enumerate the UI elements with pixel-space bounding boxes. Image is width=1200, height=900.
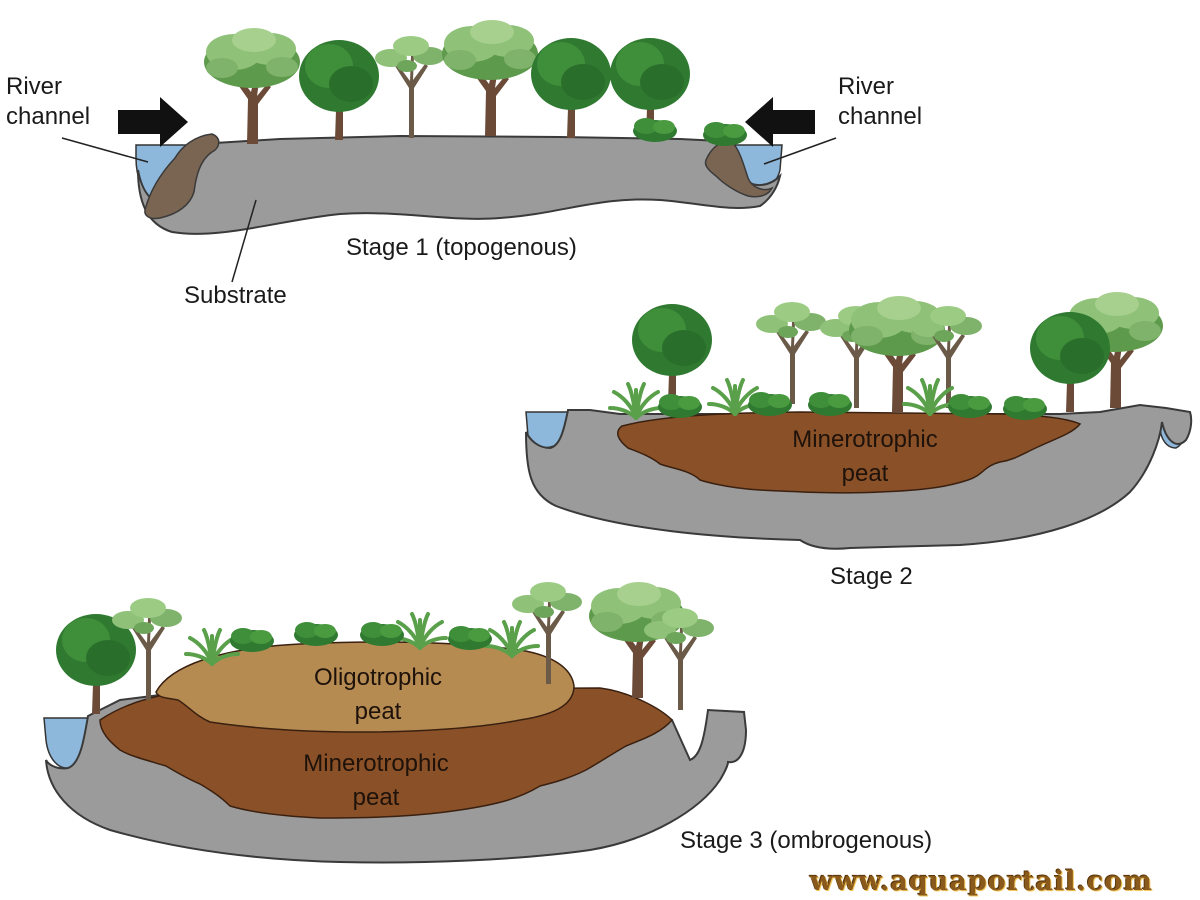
tree-icon bbox=[299, 40, 379, 140]
stage3-caption: Stage 3 (ombrogenous) bbox=[680, 827, 933, 854]
stage3-minerotrophic-label: Minerotrophic peat bbox=[276, 747, 476, 815]
shrub-icon bbox=[1003, 396, 1047, 420]
shrub-icon bbox=[448, 626, 492, 650]
stage2-minerotrophic-label: Minerotrophic peat bbox=[765, 423, 965, 491]
stage3-minerotrophic-line2: peat bbox=[352, 784, 400, 811]
river-channel-right-label: River channel bbox=[838, 72, 922, 132]
stage2-minerotrophic-line2: peat bbox=[841, 460, 889, 487]
shrub-icon bbox=[633, 118, 677, 142]
stage3-oligotrophic-line1: Oligotrophic bbox=[313, 664, 443, 691]
tree-icon bbox=[375, 36, 445, 138]
stage1-left-bank-deposit bbox=[144, 133, 220, 220]
tree-icon bbox=[644, 608, 714, 710]
left-river-leader-line bbox=[61, 137, 149, 163]
river-channel-right-line2: channel bbox=[838, 103, 923, 130]
river-channel-left-line1: River bbox=[6, 73, 63, 100]
river-channel-right-line1: River bbox=[838, 73, 895, 100]
shrub-icon bbox=[748, 392, 792, 416]
watermark: www.aquaportail.com bbox=[810, 866, 1153, 897]
shrub-icon bbox=[230, 628, 274, 652]
stage2-caption: Stage 2 bbox=[830, 563, 913, 590]
substrate-leader-line bbox=[231, 199, 257, 283]
stage3-scene bbox=[43, 582, 748, 864]
shrub-icon bbox=[703, 122, 747, 146]
shrub-icon bbox=[948, 394, 992, 418]
stage3-minerotrophic-line1: Minerotrophic bbox=[303, 750, 449, 777]
river-channel-left-line2: channel bbox=[6, 103, 91, 130]
right-arrow-icon bbox=[745, 97, 815, 147]
tree-icon bbox=[756, 302, 826, 404]
shrub-icon bbox=[808, 392, 852, 416]
left-arrow-icon bbox=[118, 97, 188, 147]
stage1-caption: Stage 1 (topogenous) bbox=[346, 234, 577, 261]
tree-icon bbox=[204, 28, 300, 144]
stage2-minerotrophic-line1: Minerotrophic bbox=[792, 426, 938, 453]
substrate-label: Substrate bbox=[184, 282, 287, 309]
stage3-oligotrophic-label: Oligotrophic peat bbox=[278, 661, 478, 729]
stage1-substrate bbox=[137, 134, 782, 235]
shrub-icon bbox=[360, 622, 404, 646]
stage1-scene bbox=[61, 20, 837, 283]
tree-icon bbox=[531, 38, 611, 138]
tree-icon bbox=[442, 20, 538, 136]
stage3-oligotrophic-line2: peat bbox=[354, 698, 402, 725]
right-river-leader-line bbox=[763, 137, 837, 165]
tree-icon bbox=[1030, 312, 1110, 412]
stage2-scene bbox=[525, 292, 1193, 550]
shrub-icon bbox=[658, 394, 702, 418]
shrub-icon bbox=[294, 622, 338, 646]
river-channel-left-label: River channel bbox=[6, 72, 90, 132]
